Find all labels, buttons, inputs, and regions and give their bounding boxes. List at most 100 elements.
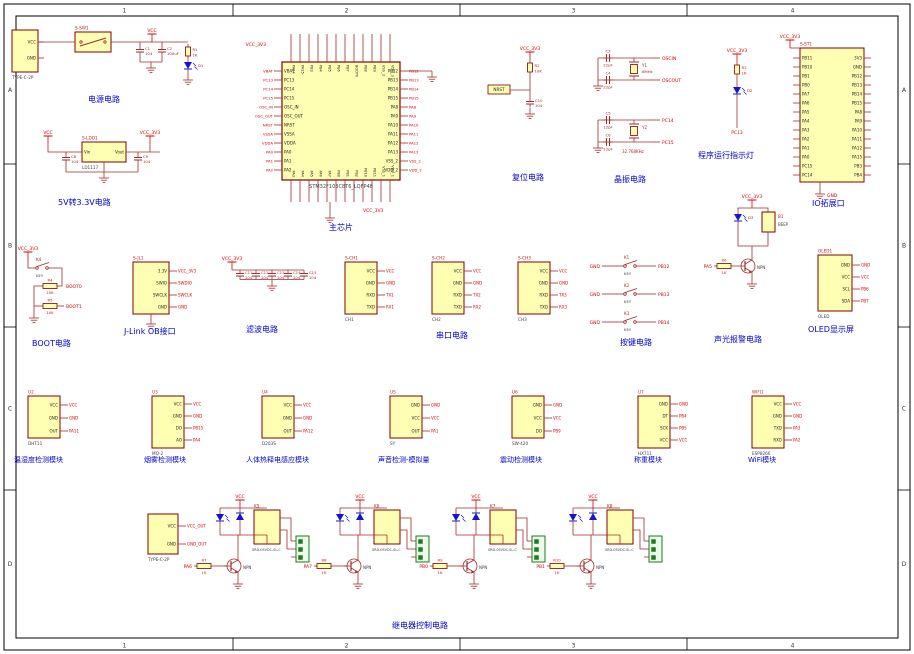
power-flag[interactable]: VCC: [471, 494, 481, 508]
ground-symbol[interactable]: [183, 74, 193, 85]
nrst-port[interactable]: NRST: [487, 84, 511, 95]
power-flag[interactable]: VCC: [355, 494, 365, 508]
diode[interactable]: [356, 511, 364, 525]
buzzer[interactable]: [761, 211, 776, 233]
crystal[interactable]: Y2: [629, 120, 647, 142]
power-flag[interactable]: VCC: [235, 494, 245, 508]
ground-symbol[interactable]: [593, 142, 603, 153]
led[interactable]: D3: [734, 211, 754, 226]
power-flag[interactable]: VCC: [43, 130, 53, 144]
power-flag[interactable]: VCC: [147, 28, 157, 42]
led[interactable]: D2: [733, 84, 753, 99]
ground-symbol[interactable]: [233, 578, 243, 589]
power-flag[interactable]: VCC_3V3: [780, 34, 801, 48]
npn-transistor[interactable]: NPN: [460, 554, 487, 578]
ground-symbol[interactable]: [325, 212, 335, 223]
ground-symbol[interactable]: [525, 108, 535, 119]
ground-symbol[interactable]: [469, 578, 479, 589]
power-flag[interactable]: VCC_3V3: [18, 246, 39, 260]
power-switch[interactable]: S-SW1: [74, 26, 112, 53]
led[interactable]: [569, 511, 583, 526]
led[interactable]: [336, 511, 350, 526]
ground-symbol[interactable]: [747, 278, 757, 289]
power-flag[interactable]: VCC_3V3: [727, 48, 748, 62]
output-terminal[interactable]: [644, 535, 663, 563]
ground-symbol[interactable]: [99, 172, 109, 183]
ground-symbol[interactable]: [267, 280, 277, 291]
power-flag[interactable]: VCC_3V3: [222, 256, 243, 270]
power-flag[interactable]: VCC_3V3: [140, 130, 161, 144]
output-terminal[interactable]: [291, 535, 310, 563]
led[interactable]: [216, 511, 230, 526]
npn-transistor[interactable]: NPN: [344, 554, 371, 578]
diode[interactable]: [236, 511, 244, 525]
npn-transistor[interactable]: NPN: [224, 554, 251, 578]
io-expansion-header[interactable]: S-ST1PB11PB10PB1PB0PA7PA6PA5PA4PA3PA2PA1…: [793, 42, 871, 183]
ground-symbol[interactable]: [353, 578, 363, 589]
ground-symbol[interactable]: [586, 578, 596, 589]
mcu-stm32f103[interactable]: VBATVBATPC13PC13PC14PC14PC15PC15OSC_INOS…: [255, 34, 422, 202]
led[interactable]: D1: [184, 59, 204, 74]
ground-symbol[interactable]: [146, 318, 156, 329]
power-flag[interactable]: VCC_3V3: [520, 46, 541, 60]
ground-symbol[interactable]: [815, 188, 825, 199]
ground-symbol[interactable]: [146, 62, 156, 73]
ground-symbol[interactable]: [29, 312, 39, 323]
diode[interactable]: [472, 511, 480, 525]
output-terminal[interactable]: [411, 535, 430, 563]
npn-transistor[interactable]: NPN: [738, 254, 765, 278]
ground-symbol[interactable]: [427, 71, 437, 82]
npn-transistor[interactable]: NPN: [577, 554, 604, 578]
power-flag[interactable]: VCC: [588, 494, 598, 508]
power-flag[interactable]: VCC_3V3: [742, 194, 763, 208]
diode[interactable]: [589, 511, 597, 525]
output-terminal[interactable]: [527, 535, 546, 563]
ground-symbol[interactable]: [593, 80, 603, 91]
led[interactable]: [452, 511, 466, 526]
